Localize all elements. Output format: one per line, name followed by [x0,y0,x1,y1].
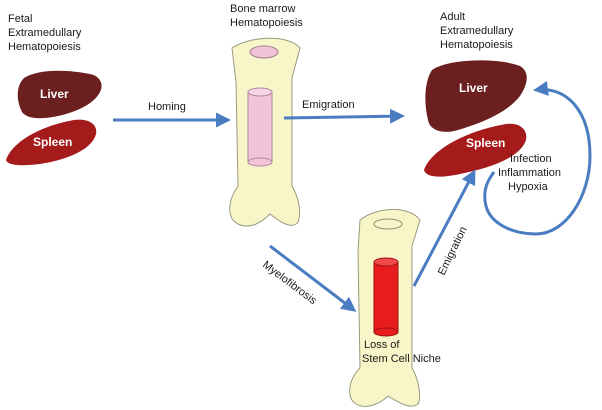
fetal-spleen-shape [6,119,97,166]
feedback-loop-arrow [483,80,592,236]
myelofibrosis-label: Myelofibrosis [260,259,319,308]
fetal-label: Fetal Extramedullary Hematopoiesis [8,13,84,53]
homing-label: Homing [148,101,186,113]
emigration-arrow-bottom: Emigration [412,169,476,287]
adult-spleen-label: Spleen [466,136,505,150]
normal-bone-top-opening [249,45,279,59]
fibrotic-bone [349,209,421,407]
loss-niche-label: Loss of Stem Cell Niche [362,339,441,365]
emigration-label-top: Emigration [302,99,355,111]
fibrotic-bone-top-opening [373,218,403,230]
adult-liver-shape [425,60,527,132]
homing-arrow: Homing [113,101,231,128]
fetal-liver-shape [17,70,102,119]
adult-liver: Liver [425,60,527,132]
causes-label: Infection Inflammation Hypoxia [498,153,564,193]
adult-spleen: Spleen [424,123,527,177]
adult-liver-label: Liver [459,81,488,95]
normal-marrow [247,91,273,163]
adult-label: Adult Extramedullary Hematopoiesis [440,11,516,51]
emigration-arrow-top: Emigration [283,99,405,124]
fetal-spleen: Spleen [6,119,97,166]
adult-spleen-shape [424,123,527,177]
fetal-spleen-label: Spleen [33,135,72,149]
bone-marrow-label: Bone marrow Hematopoiesis [230,3,303,29]
myelofibrosis-arrow: Myelofibrosis [260,244,357,312]
fibrotic-marrow [373,261,399,333]
normal-bone [229,37,301,227]
fetal-liver-label: Liver [40,87,69,101]
fetal-liver: Liver [17,70,102,119]
